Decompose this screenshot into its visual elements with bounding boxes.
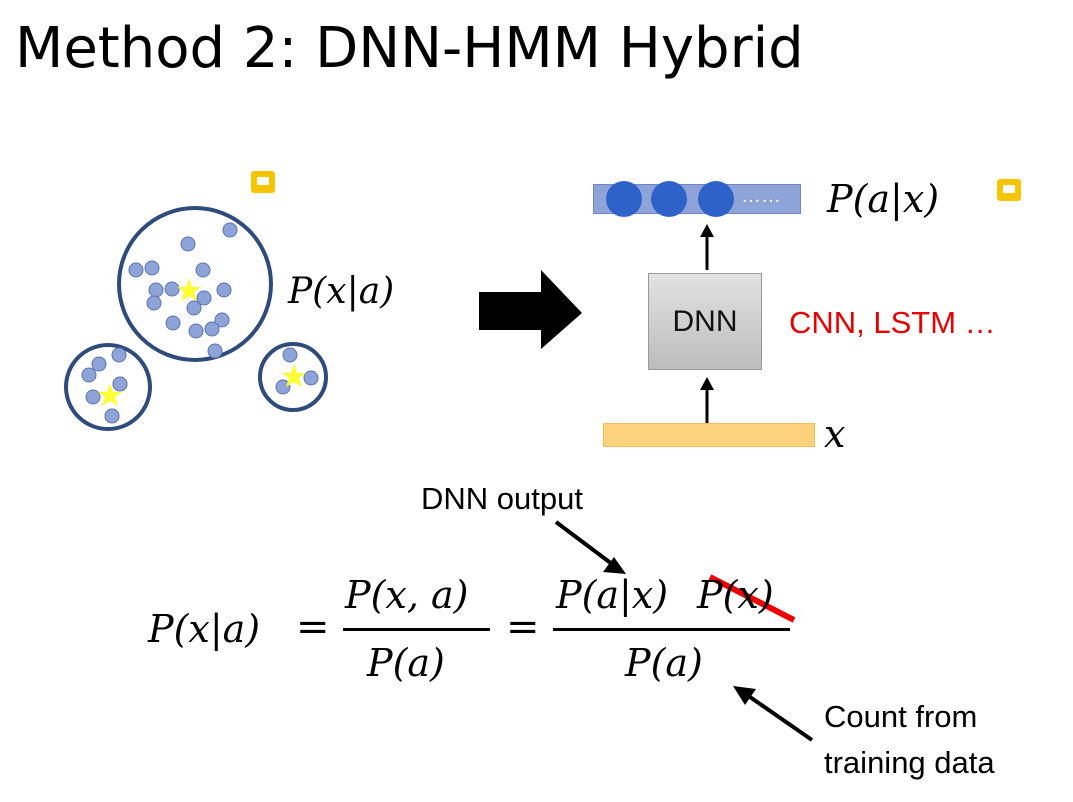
output-dots: …… (741, 185, 781, 207)
comment-icon[interactable] (997, 179, 1021, 201)
arrow-input-to-dnn (700, 377, 714, 423)
cluster-large (117, 206, 273, 362)
strike-through-mark (708, 574, 796, 623)
count-annotation-line2: training data (824, 745, 995, 780)
fraction1-denominator: P(a) (367, 641, 445, 685)
arrow-dnn-to-output (700, 224, 714, 270)
fraction2-numerator-posterior: P(a|x) (556, 573, 669, 617)
likelihood-label: P(x|a) (288, 271, 395, 312)
star-icon (177, 278, 201, 301)
alternatives-label: CNN, LSTM … (789, 305, 996, 340)
star-icon (98, 383, 122, 406)
count-annotation-line1: Count from (824, 699, 978, 734)
dnn-box: DNN (648, 273, 762, 370)
arrow-dnn-output-annotation (554, 520, 626, 574)
star-icon (282, 364, 306, 387)
cluster-small-right (258, 342, 328, 412)
slide-title: Method 2: DNN-HMM Hybrid (15, 16, 804, 81)
input-label: x (824, 412, 846, 456)
big-arrow-icon (479, 270, 582, 349)
dnn-label: DNN (672, 304, 738, 338)
posterior-label: P(a|x) (827, 177, 940, 221)
equation-lhs: P(x|a) (148, 607, 261, 651)
dnn-output-annotation: DNN output (421, 481, 583, 516)
equals-sign: = (296, 604, 330, 650)
fraction2-numerator-prior-x: P(x) (697, 573, 774, 617)
fraction2-line (553, 628, 790, 631)
arrow-count-annotation (733, 686, 814, 742)
fraction1-numerator: P(x, a) (345, 573, 469, 617)
fraction2-denominator: P(a) (625, 641, 703, 685)
cluster-small-left (64, 343, 152, 431)
equals-sign: = (506, 604, 540, 650)
fraction1-line (343, 628, 490, 631)
comment-icon[interactable] (251, 171, 275, 193)
input-bar (603, 423, 815, 447)
